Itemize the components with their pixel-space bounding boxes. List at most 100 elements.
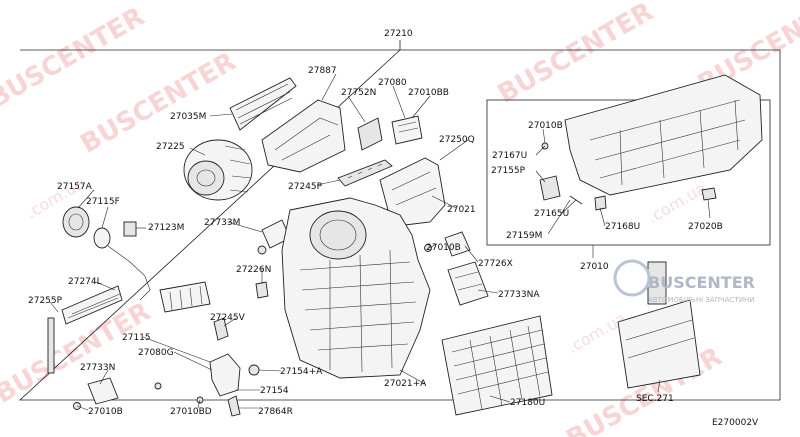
bracket-27733N bbox=[73, 377, 119, 410]
intake-duct-27887 bbox=[261, 99, 346, 173]
part-label: 27157A bbox=[57, 182, 93, 192]
scroll-housing-details bbox=[391, 171, 437, 206]
inset-part-label: 27168U bbox=[605, 222, 640, 232]
watermark-brand: BUSCENTER bbox=[493, 0, 658, 110]
seal-strip-shape bbox=[47, 317, 55, 374]
heater-core-27274L bbox=[159, 281, 211, 313]
section-ref-label: SEC.271 bbox=[636, 394, 674, 404]
part-label: 27180U bbox=[510, 398, 545, 408]
ring-shape bbox=[93, 227, 111, 249]
actuator-details bbox=[397, 121, 419, 133]
part-label: 27010BD bbox=[170, 407, 212, 417]
inset-unit-verticals bbox=[619, 99, 739, 186]
part-label: 27225 bbox=[156, 142, 185, 152]
part-label: 27021+A bbox=[384, 379, 427, 389]
part-label: 27864R bbox=[258, 407, 293, 417]
assembly-outline bbox=[18, 40, 781, 401]
screw-head bbox=[257, 245, 267, 255]
housing-ribs bbox=[299, 261, 417, 351]
part-label: 27010B bbox=[426, 243, 461, 253]
diagram-code-label: E270002V bbox=[712, 418, 759, 428]
filter-frame-shape bbox=[229, 77, 297, 131]
heater-core-shape bbox=[159, 281, 211, 313]
part-label: 27154+A bbox=[280, 367, 323, 377]
actuator-27080 bbox=[391, 115, 423, 145]
evaporator-cols bbox=[469, 325, 541, 411]
logo-tagline: АВТОМОБІЛЬНІ ЗАПЧАСТИНИ bbox=[648, 296, 754, 304]
knob-27157A bbox=[62, 206, 90, 238]
bracket-27733N-shape bbox=[87, 377, 119, 405]
fastener-27154A bbox=[248, 364, 260, 376]
part-label: 27080 bbox=[378, 78, 407, 88]
watermark-brand: BUSCENTER bbox=[0, 2, 150, 115]
inset-box bbox=[486, 99, 771, 246]
buscenter-logo: BUSCENTER АВТОМОБІЛЬНІ ЗАПЧАСТИНИ bbox=[613, 259, 755, 304]
blower-hub bbox=[196, 169, 216, 187]
inset-part-label: 27167U bbox=[492, 151, 527, 161]
part-label: 27274L bbox=[68, 277, 102, 287]
wire-harness bbox=[107, 245, 151, 301]
intake-duct-details bbox=[274, 117, 339, 161]
part-label: 27887 bbox=[308, 66, 337, 76]
part-label: 27733NA bbox=[498, 290, 540, 300]
clip-27245V bbox=[213, 317, 229, 341]
inset-outline bbox=[486, 99, 771, 246]
inset-part-label: 27155P bbox=[491, 166, 526, 176]
seal-strip bbox=[47, 317, 55, 374]
part-label: 27245P bbox=[288, 182, 323, 192]
screw-a bbox=[154, 382, 162, 390]
part-label: 27733M bbox=[204, 218, 240, 228]
part-label: 27123M bbox=[148, 223, 184, 233]
inset-unit-27010 bbox=[539, 74, 763, 211]
inset-part-label: 27010B bbox=[528, 121, 563, 131]
part-label: 27035M bbox=[170, 112, 206, 122]
hvac-housing-main bbox=[281, 197, 431, 379]
inset-lever-27168U bbox=[594, 195, 607, 211]
part-label: 27010 bbox=[580, 262, 609, 272]
assembly-frame: 27210 bbox=[18, 29, 781, 401]
sec271-details bbox=[625, 319, 695, 359]
knob-center bbox=[68, 213, 84, 231]
grille-teeth bbox=[347, 163, 383, 179]
inset-part-label: 27159M bbox=[506, 231, 542, 241]
actuator-27726X bbox=[424, 231, 471, 257]
sensor-shape bbox=[123, 221, 137, 237]
part-label: 27080G bbox=[138, 348, 174, 358]
part-label: 27726X bbox=[478, 259, 513, 269]
part-label: 27255P bbox=[28, 296, 63, 306]
motor-bracket-shape bbox=[209, 353, 241, 397]
clip-27226N-shape bbox=[255, 281, 269, 299]
inset-unit-shape bbox=[564, 74, 763, 196]
sensor-27123M bbox=[123, 221, 137, 237]
evaporator-rows bbox=[451, 329, 549, 395]
grille-27245P bbox=[337, 159, 393, 187]
blower-opening-inner bbox=[319, 219, 357, 251]
blower-opening bbox=[309, 210, 367, 260]
part-label: 27245V bbox=[210, 313, 246, 323]
lever-27864R bbox=[227, 395, 241, 417]
part-label: 27752N bbox=[341, 88, 376, 98]
bracket-27733NA-shape bbox=[447, 261, 489, 306]
heater-core-fins bbox=[169, 285, 203, 311]
part-label: 27115 bbox=[122, 333, 151, 343]
logo-text: BUSCENTER bbox=[648, 273, 755, 292]
clip-27226N bbox=[255, 281, 269, 299]
bracket-shape bbox=[357, 117, 383, 151]
blower-fins bbox=[224, 145, 252, 193]
ring-27115F bbox=[93, 227, 111, 249]
part-label: 27154 bbox=[260, 386, 289, 396]
part-label: 27010B bbox=[88, 407, 123, 417]
part-label: 27733N bbox=[80, 363, 115, 373]
blower-wheel bbox=[187, 160, 225, 196]
filter-frame-27035M bbox=[229, 77, 297, 131]
leader-lines bbox=[49, 73, 711, 411]
part-label: 27021 bbox=[447, 205, 476, 215]
clip-27010B bbox=[424, 244, 432, 252]
inset-clip-27020B bbox=[701, 187, 717, 201]
evaporator-shape bbox=[441, 315, 553, 416]
sec271-unit bbox=[617, 261, 701, 389]
actuator-body bbox=[391, 115, 423, 145]
knob-shape bbox=[62, 206, 90, 238]
